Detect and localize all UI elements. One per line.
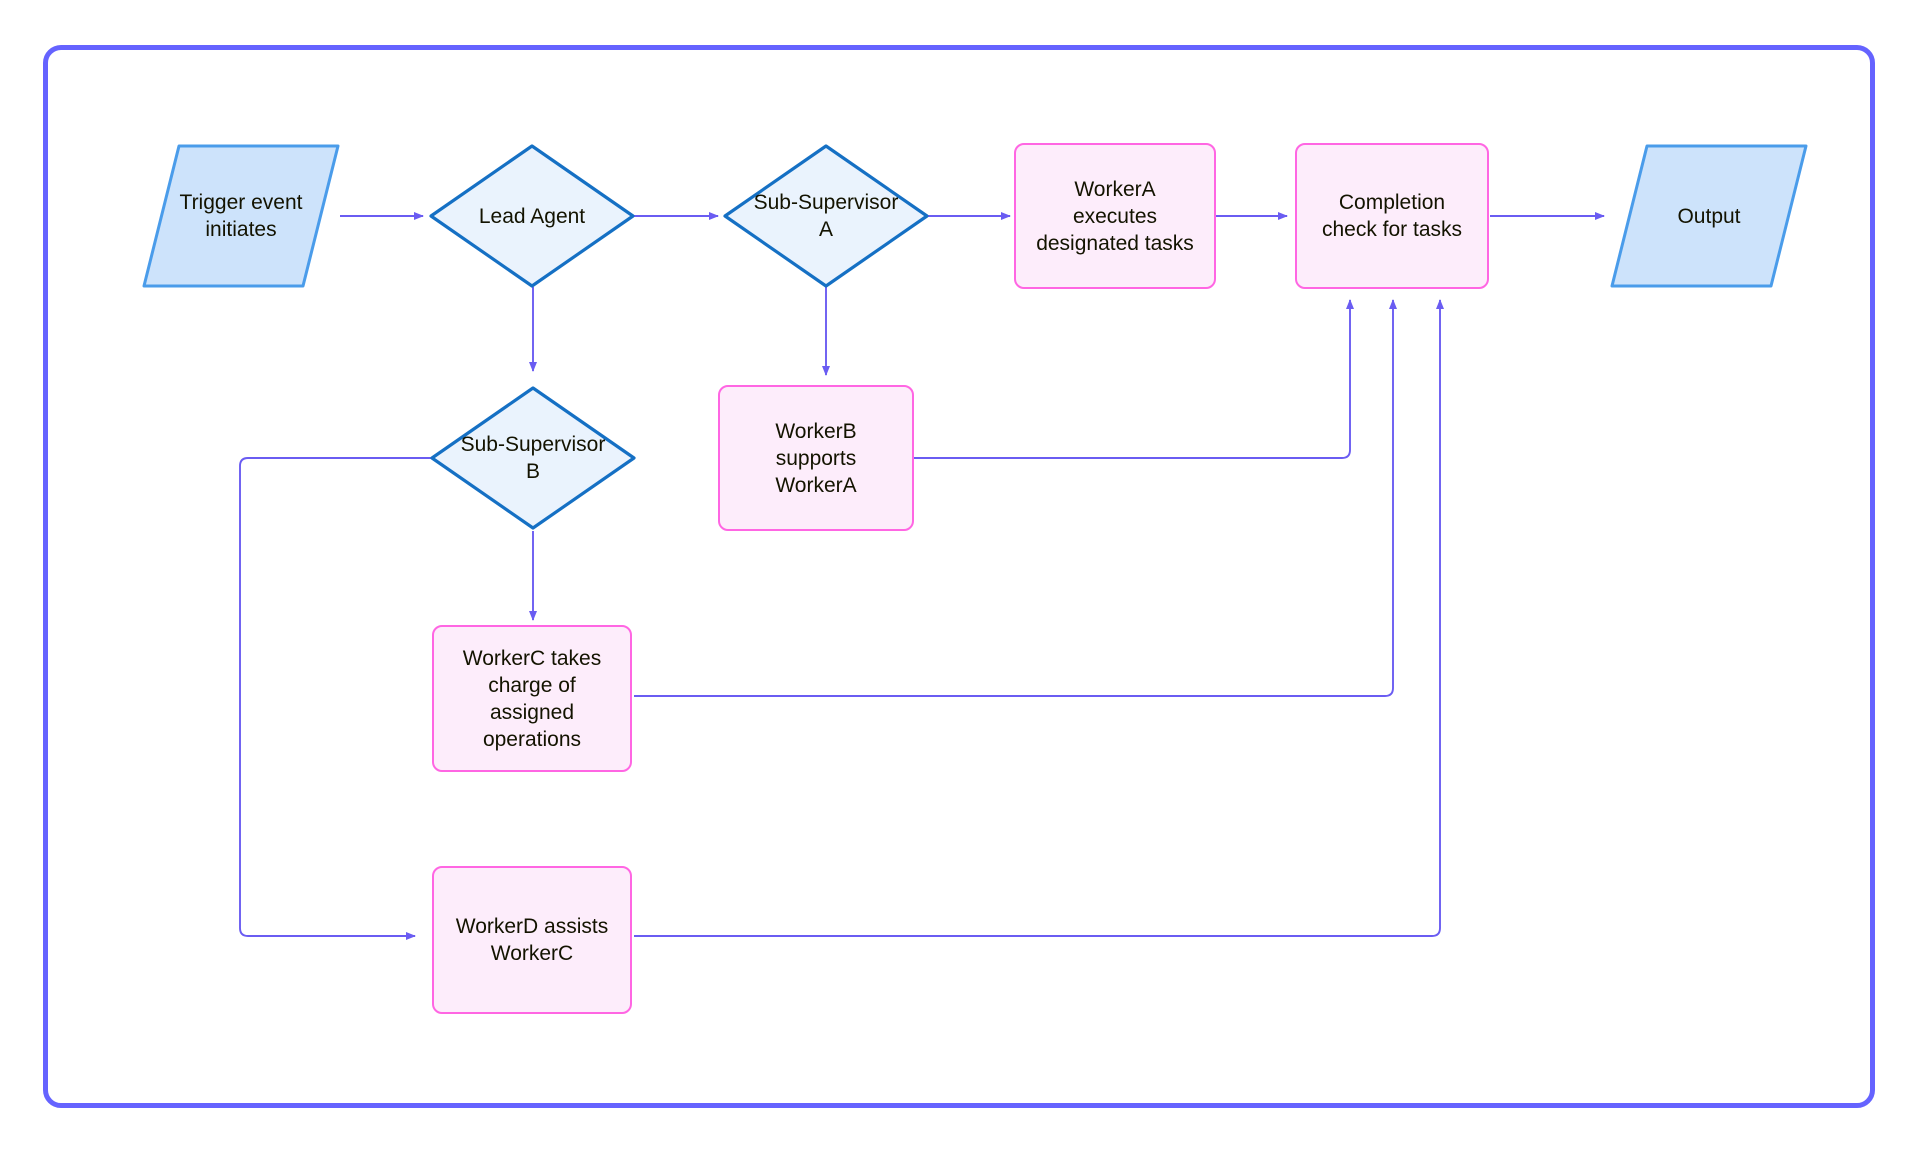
node-lead-agent[interactable]: Lead Agent [428, 143, 636, 289]
node-label: Trigger event initiates [179, 191, 303, 241]
node-worker-a[interactable]: WorkerA executes designated tasks [1014, 143, 1216, 289]
node-sub-supervisor-a[interactable]: Sub-Supervisor A [722, 143, 930, 289]
node-completion-check[interactable]: Completion check for tasks [1295, 143, 1489, 289]
node-worker-c[interactable]: WorkerC takes charge of assigned operati… [432, 625, 632, 772]
node-worker-b[interactable]: WorkerB supports WorkerA [718, 385, 914, 531]
diagram-outer-frame [43, 45, 1875, 1108]
node-label: Output [1677, 204, 1741, 228]
node-label: WorkerA executes designated tasks [1036, 177, 1194, 255]
diamond-shape [723, 144, 929, 288]
node-output[interactable]: Output [1608, 142, 1810, 290]
node-sub-supervisor-b[interactable]: Sub-Supervisor B [429, 385, 637, 531]
diamond-shape [429, 144, 635, 288]
node-trigger-event[interactable]: Trigger event initiates [140, 142, 342, 290]
diamond-shape [430, 386, 636, 530]
node-label: Completion check for tasks [1321, 191, 1463, 241]
node-label: WorkerC takes charge of assigned operati… [462, 646, 602, 751]
parallelogram-shape [142, 144, 340, 288]
parallelogram-shape [1610, 144, 1808, 288]
node-label: WorkerD assists WorkerC [455, 915, 609, 965]
node-label: WorkerB supports WorkerA [775, 419, 857, 497]
node-label: Sub-Supervisor B [460, 433, 606, 483]
node-label: Lead Agent [478, 204, 586, 228]
node-label: Sub-Supervisor A [753, 191, 899, 241]
node-worker-d[interactable]: WorkerD assists WorkerC [432, 866, 632, 1014]
